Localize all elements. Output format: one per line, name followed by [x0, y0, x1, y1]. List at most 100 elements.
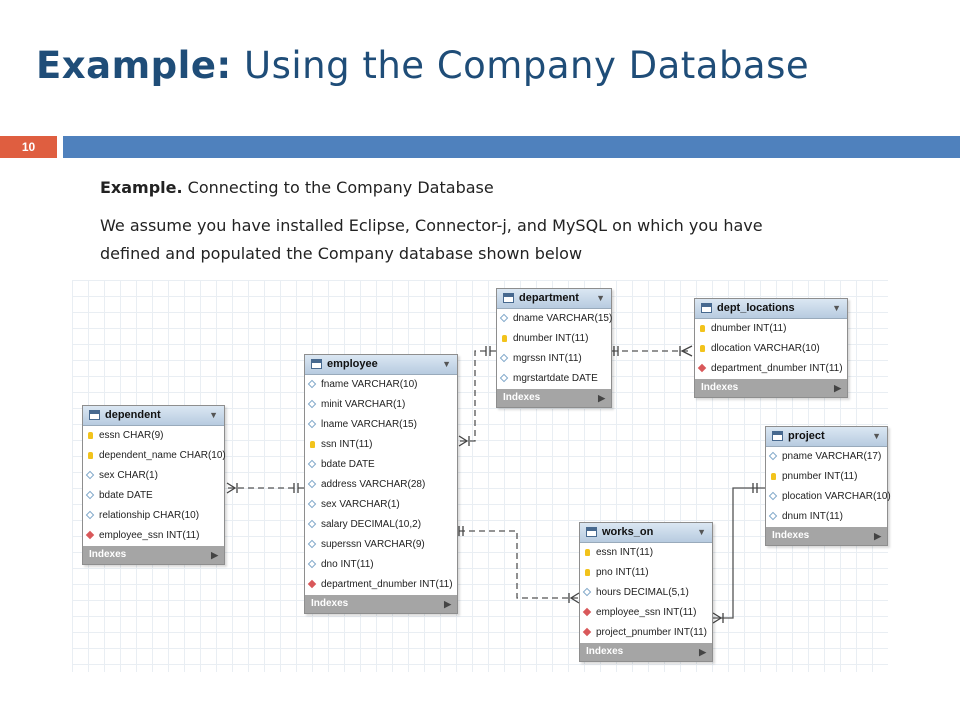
- table-row: pno INT(11): [580, 563, 712, 583]
- column-label: sex CHAR(1): [99, 470, 158, 481]
- column-label: mgrssn INT(11): [513, 353, 582, 364]
- table-row: employee_ssn INT(11): [580, 603, 712, 623]
- title-rest: Using the Company Database: [231, 44, 810, 87]
- dropdown-icon[interactable]: ▼: [832, 303, 841, 313]
- column-label: pname VARCHAR(17): [782, 451, 882, 462]
- indexes-footer[interactable]: Indexes ▶: [580, 643, 712, 661]
- key-icon: [585, 569, 590, 576]
- table-row: sex CHAR(1): [83, 466, 224, 486]
- column-icon: [307, 379, 317, 389]
- table-works-on[interactable]: works_on ▼ essn INT(11) pno INT(11) hours…: [579, 522, 713, 662]
- table-row: plocation VARCHAR(10): [766, 487, 891, 507]
- table-row: hours DECIMAL(5,1): [580, 583, 712, 603]
- table-name: dependent: [105, 409, 161, 421]
- column-icon: [307, 399, 317, 409]
- dropdown-icon[interactable]: ▼: [872, 431, 881, 441]
- table-row: mgrstartdate DATE: [497, 369, 611, 389]
- expand-arrow-icon[interactable]: ▶: [211, 550, 218, 560]
- table-name: dept_locations: [717, 302, 795, 314]
- table-icon: [772, 431, 783, 441]
- column-icon: [307, 499, 317, 509]
- key-icon: [88, 452, 93, 459]
- indexes-label: Indexes: [586, 646, 624, 657]
- foreign-key-icon: [307, 579, 317, 589]
- table-icon: [311, 359, 322, 369]
- link-employee-works-on: [459, 530, 579, 599]
- body-line-1-bold: Example.: [100, 178, 183, 197]
- key-icon: [585, 549, 590, 556]
- table-row: ssn INT(11): [305, 435, 457, 455]
- column-label: bdate DATE: [99, 490, 153, 501]
- title-bold: Example:: [36, 44, 232, 87]
- table-header: works_on ▼: [580, 523, 712, 543]
- key-icon: [502, 335, 507, 342]
- column-label: dependent_name CHAR(10): [99, 450, 226, 461]
- indexes-footer[interactable]: Indexes ▶: [766, 527, 887, 545]
- table-row: superssn VARCHAR(9): [305, 535, 457, 555]
- column-icon: [582, 587, 592, 597]
- dropdown-icon[interactable]: ▼: [442, 359, 451, 369]
- table-department[interactable]: department ▼ dname VARCHAR(15) dnumber IN…: [496, 288, 612, 408]
- column-label: superssn VARCHAR(9): [321, 539, 425, 550]
- indexes-label: Indexes: [772, 530, 810, 541]
- table-header: department ▼: [497, 289, 611, 309]
- slide-number: 10: [0, 136, 57, 158]
- table-row: sex VARCHAR(1): [305, 495, 457, 515]
- foreign-key-icon: [582, 627, 592, 637]
- dropdown-icon[interactable]: ▼: [209, 410, 218, 420]
- table-row: address VARCHAR(28): [305, 475, 457, 495]
- indexes-footer[interactable]: Indexes ▶: [695, 379, 847, 397]
- column-label: dnum INT(11): [782, 511, 843, 522]
- table-row: salary DECIMAL(10,2): [305, 515, 457, 535]
- dropdown-icon[interactable]: ▼: [697, 527, 706, 537]
- table-dept-locations[interactable]: dept_locations▼ dnumber INT(11) dlocatio…: [694, 298, 848, 398]
- expand-arrow-icon[interactable]: ▶: [834, 383, 841, 393]
- indexes-footer[interactable]: Indexes▶: [83, 546, 224, 564]
- key-icon: [310, 441, 315, 448]
- column-label: pno INT(11): [596, 567, 649, 578]
- table-icon: [701, 303, 712, 313]
- table-row: dnumber INT(11): [497, 329, 611, 349]
- table-icon: [503, 293, 514, 303]
- column-label: dname VARCHAR(15): [513, 313, 613, 324]
- column-icon: [307, 419, 317, 429]
- table-project[interactable]: project ▼ pname VARCHAR(17) pnumber INT(1…: [765, 426, 891, 546]
- table-row: bdate DATE: [305, 455, 457, 475]
- column-icon: [307, 519, 317, 529]
- table-icon: [89, 410, 100, 420]
- expand-arrow-icon[interactable]: ▶: [874, 531, 881, 541]
- table-row: essn CHAR(9): [83, 426, 224, 446]
- table-row: department_dnumber INT(11): [305, 575, 457, 595]
- expand-arrow-icon[interactable]: ▶: [699, 647, 706, 657]
- column-label: relationship CHAR(10): [99, 510, 200, 521]
- slide-title: Example: Using the Company Database: [36, 44, 809, 87]
- column-label: bdate DATE: [321, 459, 375, 470]
- table-name: department: [519, 292, 579, 304]
- table-name: project: [788, 430, 825, 442]
- column-icon: [307, 539, 317, 549]
- indexes-footer[interactable]: Indexes▶: [305, 595, 457, 613]
- table-row: dlocation VARCHAR(10): [695, 339, 847, 359]
- table-header: employee▼: [305, 355, 457, 375]
- table-employee[interactable]: employee▼ fname VARCHAR(10) minit VARCHA…: [304, 354, 458, 614]
- foreign-key-icon: [582, 607, 592, 617]
- column-label: essn INT(11): [596, 547, 654, 558]
- expand-arrow-icon[interactable]: ▶: [598, 393, 605, 403]
- column-label: employee_ssn INT(11): [596, 607, 697, 618]
- column-icon: [499, 353, 509, 363]
- column-icon: [307, 559, 317, 569]
- table-dependent[interactable]: dependent ▼ essn CHAR(9) dependent_name C…: [82, 405, 226, 565]
- table-header: project ▼: [766, 427, 887, 447]
- expand-arrow-icon[interactable]: ▶: [444, 599, 451, 609]
- table-row: dependent_name CHAR(10): [83, 446, 226, 466]
- table-name: works_on: [602, 526, 654, 538]
- foreign-key-icon: [697, 363, 707, 373]
- link-department-employee: [459, 350, 496, 442]
- indexes-label: Indexes: [503, 392, 541, 403]
- indexes-footer[interactable]: Indexes ▶: [497, 389, 611, 407]
- column-label: sex VARCHAR(1): [321, 499, 400, 510]
- dropdown-icon[interactable]: ▼: [596, 293, 605, 303]
- column-icon: [768, 451, 778, 461]
- column-label: pnumber INT(11): [782, 471, 858, 482]
- indexes-label: Indexes: [701, 382, 739, 393]
